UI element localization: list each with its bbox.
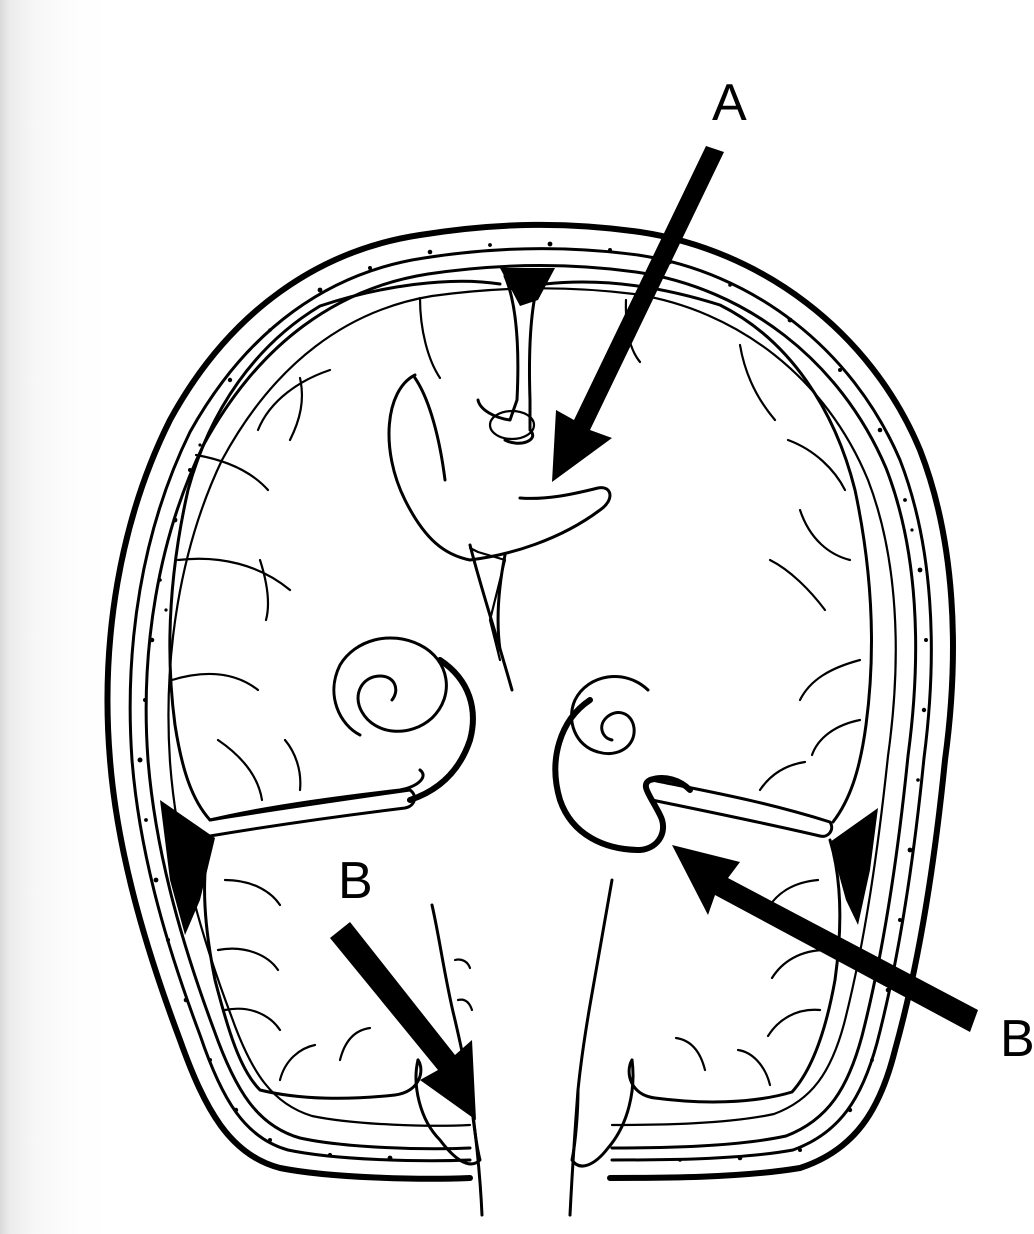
label-a: A bbox=[712, 74, 747, 132]
label-b-right: B bbox=[1000, 1010, 1034, 1068]
label-b-left: B bbox=[338, 852, 373, 910]
